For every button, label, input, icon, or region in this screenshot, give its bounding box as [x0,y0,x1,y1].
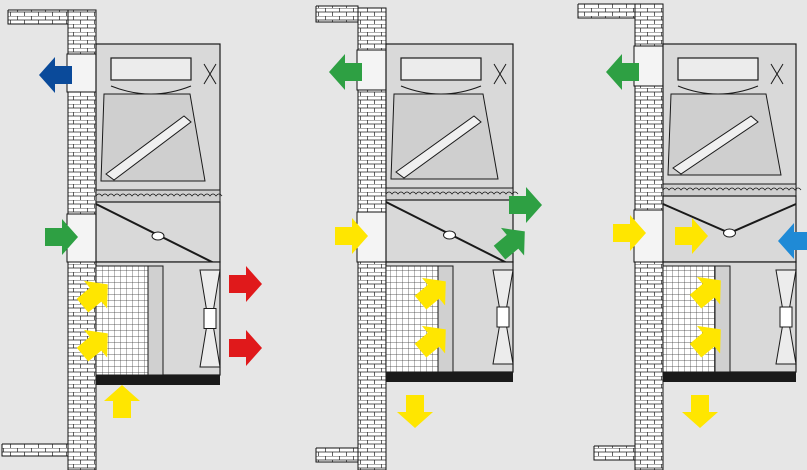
right-base-plate [663,372,796,382]
middle-unit [386,44,518,382]
left-coil-band [96,190,220,202]
middle-top-ledge [316,6,358,22]
left-unit [96,44,222,385]
right-fan-motor [780,307,792,327]
middle-base-plate [386,372,513,382]
left-base-plate [96,375,220,385]
left-damper-pivot [152,232,164,240]
middle-fan-motor [497,307,509,327]
left-fan-housing [111,58,191,80]
right-fan-housing [678,58,758,80]
right-unit [663,44,801,382]
left-filter-frame [148,266,163,375]
left-filter-grid [96,266,148,375]
middle-damper-pivot [444,231,456,239]
right-top-ledge [578,4,635,18]
middle-bottom-ledge [316,448,358,462]
left-fan-motor [204,309,216,329]
left-top-ledge [8,10,68,24]
left-bottom-ledge [2,444,68,456]
right-damper-pivot [724,229,736,237]
middle-fan-housing [401,58,481,80]
right-bottom-ledge [594,446,635,460]
